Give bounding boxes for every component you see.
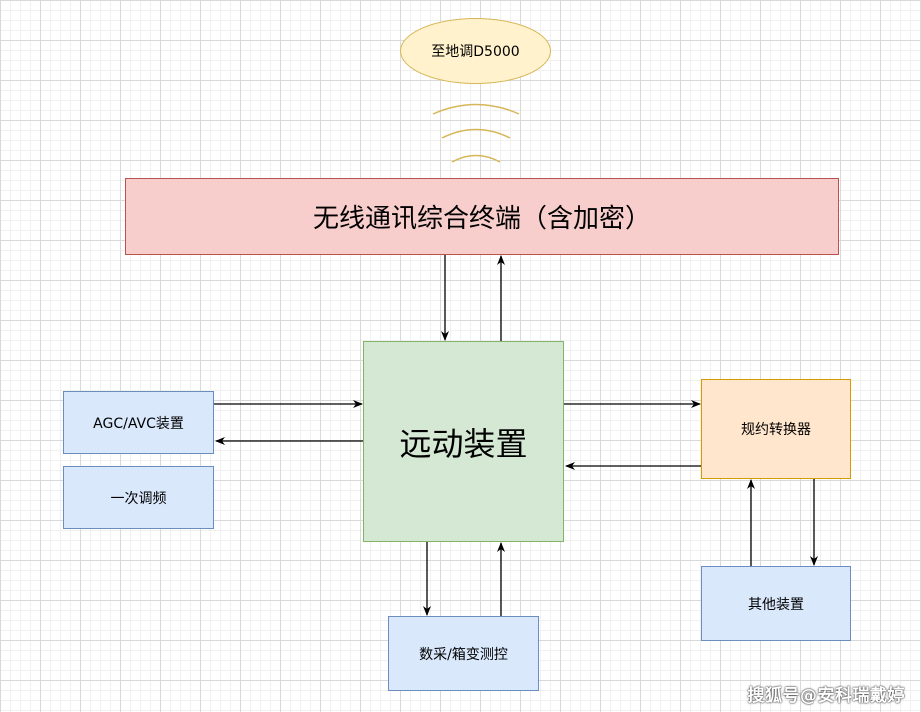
data-acquisition-node: 数采/箱变测控 xyxy=(388,616,539,691)
primary-frequency-node: 一次调频 xyxy=(63,466,214,529)
wireless-terminal-node: 无线通讯综合终端（含加密） xyxy=(125,178,839,255)
watermark: 搜狐号@安科瑞戴婷 xyxy=(747,686,905,706)
wireless-signal-icon xyxy=(432,103,520,163)
dispatch-d5000-node: 至地调D5000 xyxy=(400,18,551,84)
rtu-node: 远动装置 xyxy=(363,341,564,542)
protocol-converter-node: 规约转换器 xyxy=(701,379,851,479)
agc-avc-node: AGC/AVC装置 xyxy=(63,391,214,454)
other-devices-node: 其他装置 xyxy=(701,566,851,641)
